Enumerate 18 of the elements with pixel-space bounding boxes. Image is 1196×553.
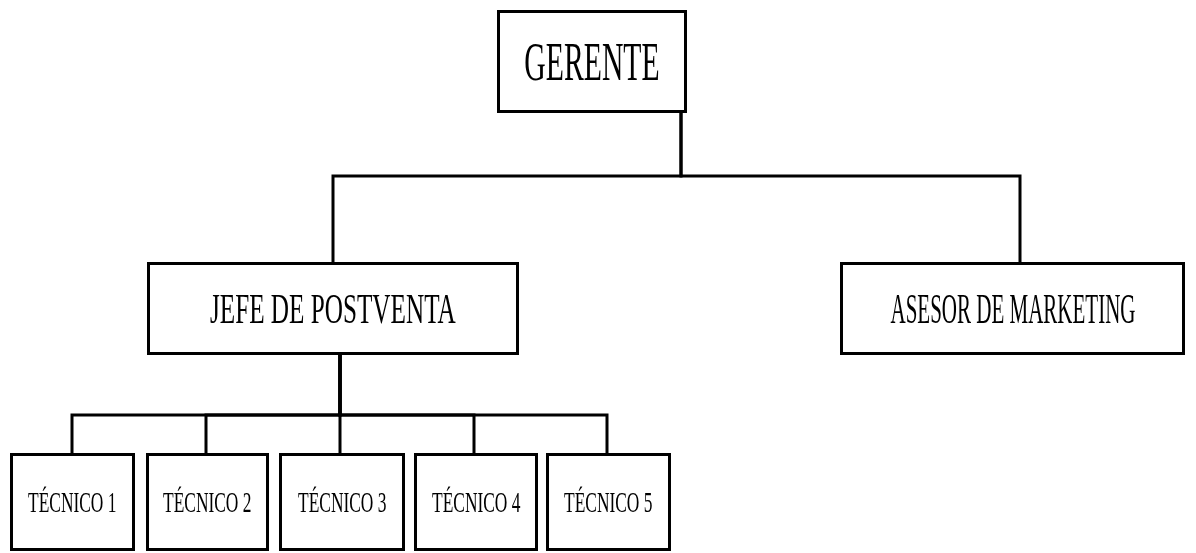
org-box <box>497 10 687 113</box>
connector-line <box>338 355 609 453</box>
org-box <box>147 262 519 355</box>
org-box <box>10 453 135 551</box>
role-label: ASESOR DE MARKETING <box>890 284 1135 333</box>
org-box <box>546 453 671 551</box>
org-box <box>840 262 1185 355</box>
role-label: TÉCNICO 1 <box>28 485 117 519</box>
connector-line <box>679 113 1022 262</box>
role-label: TÉCNICO 2 <box>163 485 252 519</box>
role-label: TÉCNICO 4 <box>431 485 521 519</box>
org-box <box>414 453 538 551</box>
org-box <box>146 453 269 551</box>
role-label: JEFE DE POSTVENTA <box>210 284 456 333</box>
role-label: GERENTE <box>524 30 660 93</box>
role-label: TÉCNICO 5 <box>564 485 653 519</box>
role-label: TÉCNICO 3 <box>297 485 387 519</box>
org-box <box>279 453 405 551</box>
